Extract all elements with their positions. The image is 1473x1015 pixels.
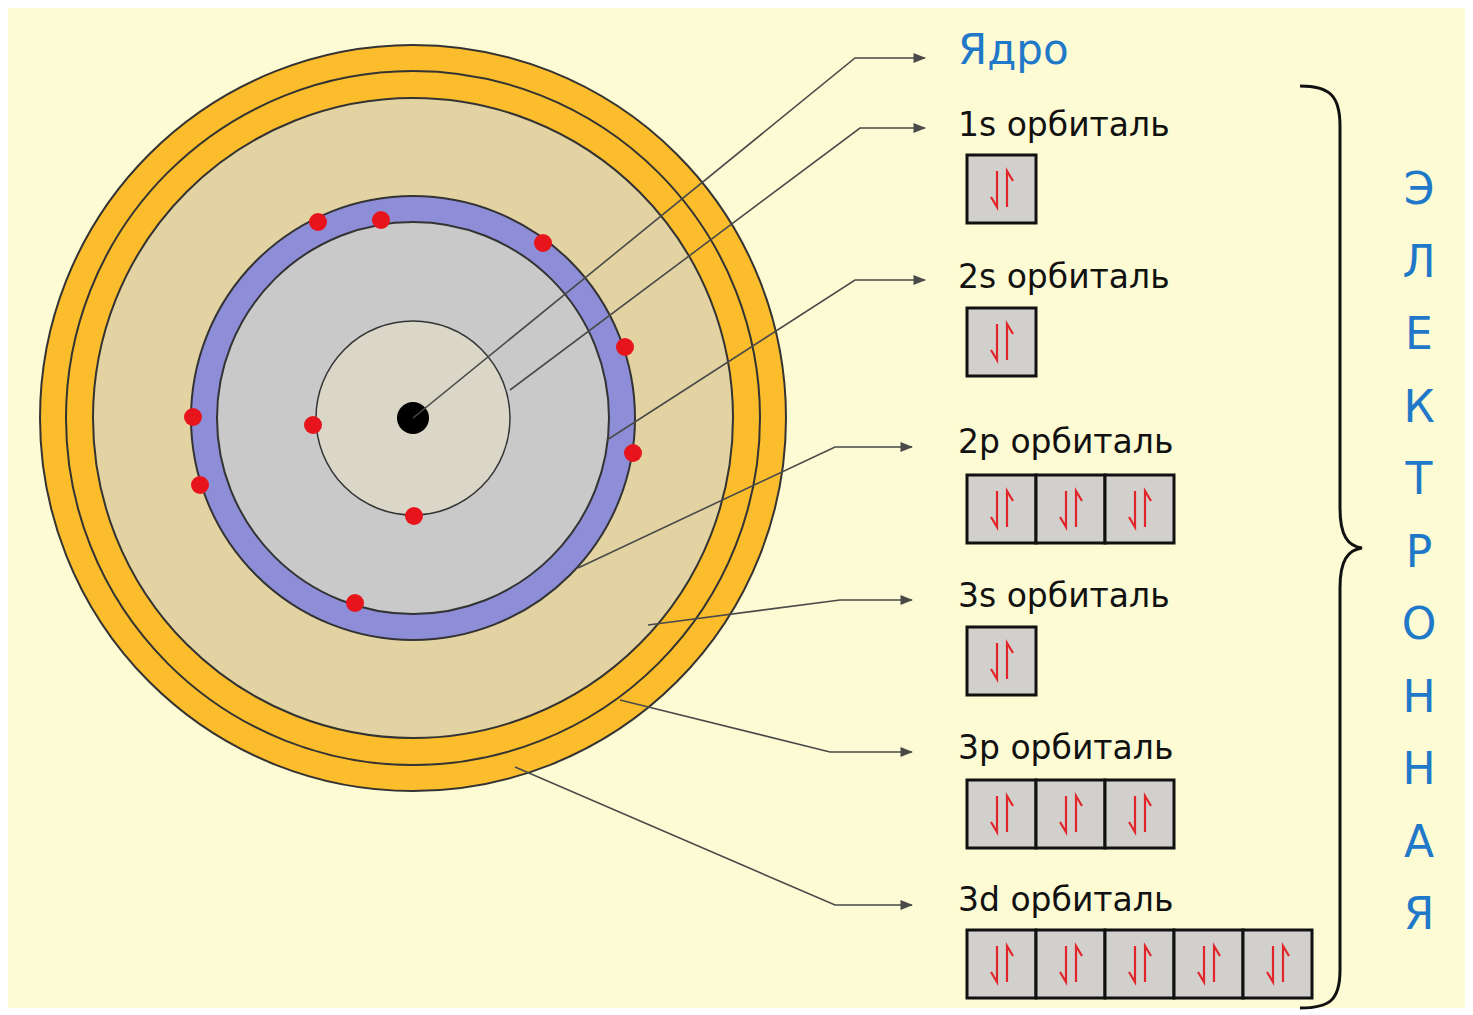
- nucleus-label: Ядро: [958, 25, 1069, 75]
- orbital-label: 2p орбиталь: [958, 422, 1173, 462]
- leader-lines: [413, 58, 925, 905]
- orbital-label: 1s орбиталь: [958, 105, 1170, 145]
- orbital-label: 2s орбиталь: [958, 257, 1170, 297]
- orbital-label: 3p орбиталь: [958, 728, 1173, 768]
- electrons: [184, 211, 642, 612]
- orbital-label: 3d орбиталь: [958, 880, 1173, 920]
- curly-bracket: [1300, 86, 1362, 1008]
- vertical-title: ЭЛЕКТРОННАЯ: [1397, 153, 1441, 951]
- background: [8, 8, 1465, 1008]
- orbital-label: 3s орбиталь: [958, 576, 1170, 616]
